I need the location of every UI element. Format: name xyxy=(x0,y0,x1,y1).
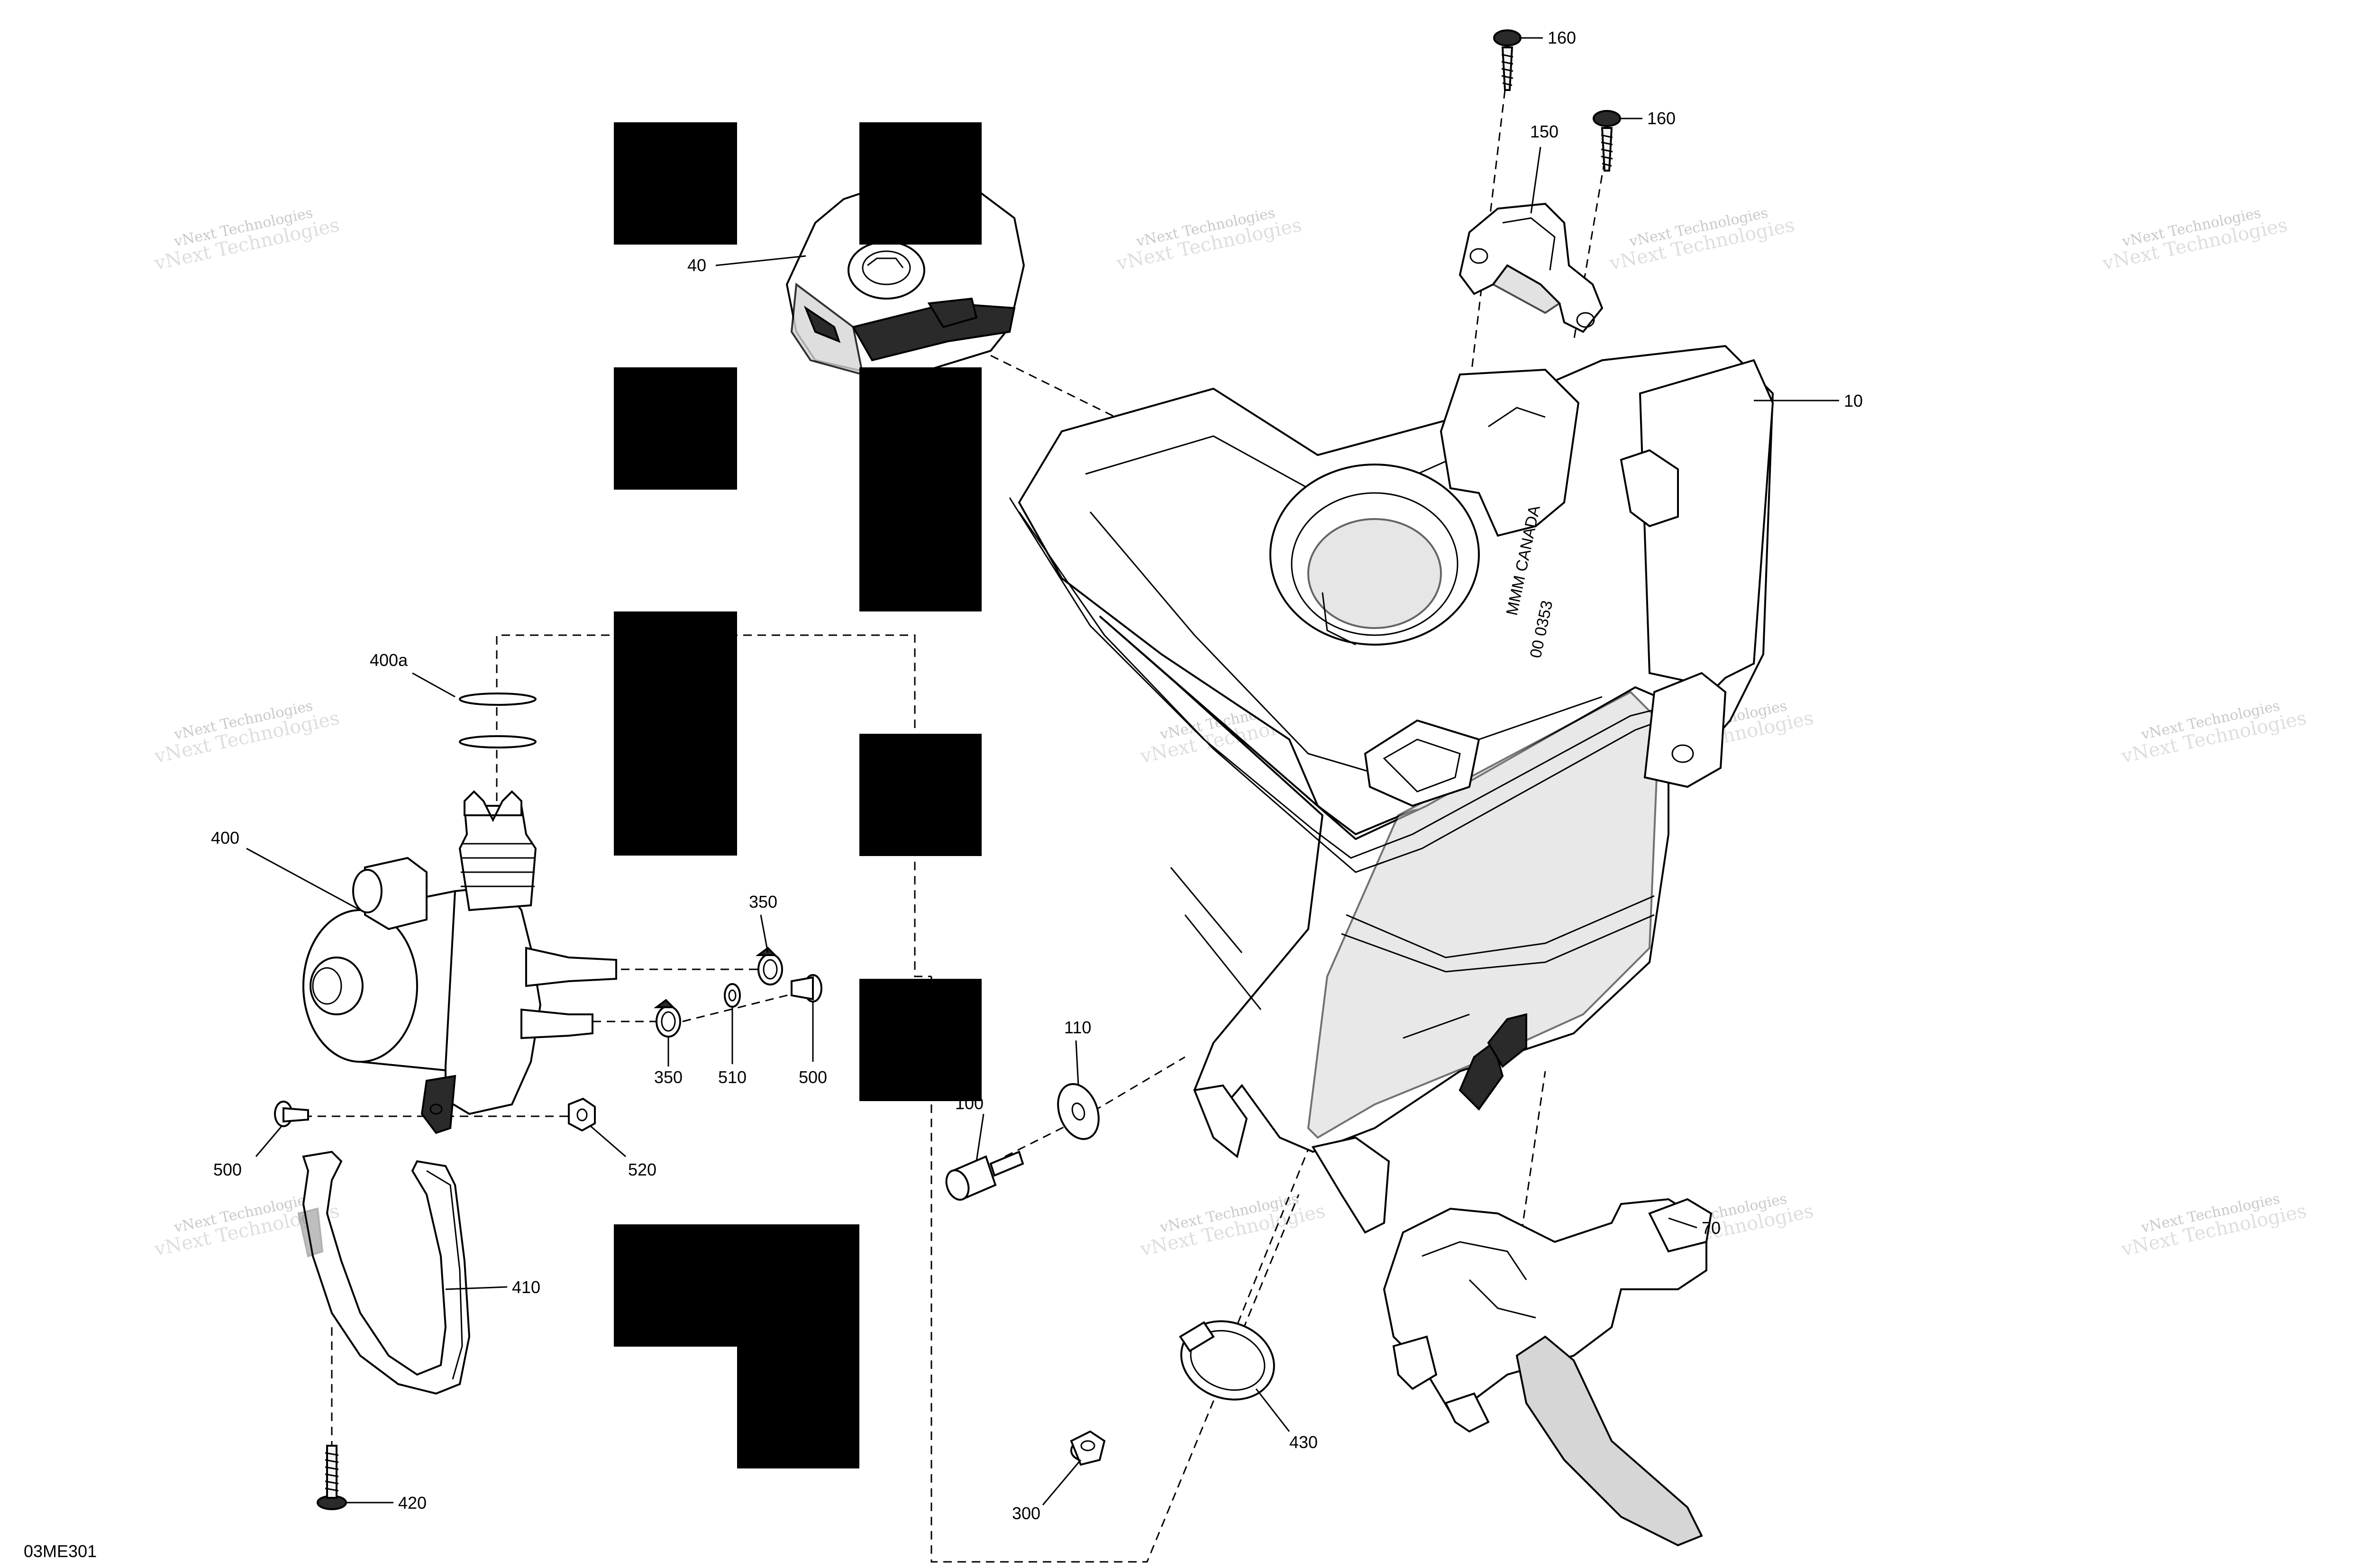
callout-500-b: 500 xyxy=(213,1160,242,1179)
o-ring-part-400a xyxy=(459,693,537,748)
watermark: vNext Technologies vNext Technologies xyxy=(1607,205,1796,275)
watermark: vNext Technologies vNext Technologies xyxy=(2119,698,2308,768)
hose-clip-part-300 xyxy=(1070,1430,1106,1466)
callout-510: 510 xyxy=(718,1067,747,1087)
callout-labels: 160 160 150 10 40 110 100 400a 400 350 3… xyxy=(211,28,1863,1523)
callout-410: 410 xyxy=(512,1277,540,1297)
redaction-block xyxy=(859,979,982,1101)
callout-350-a: 350 xyxy=(749,892,777,912)
callout-350-b: 350 xyxy=(654,1067,683,1087)
callout-10: 10 xyxy=(1844,391,1863,410)
nut-part-520 xyxy=(568,1097,596,1132)
callout-520: 520 xyxy=(628,1160,656,1179)
screw-part-160-a xyxy=(1493,29,1522,91)
screw-part-160-b xyxy=(1593,110,1621,172)
clip-part-410 xyxy=(297,1150,471,1395)
callout-160-a: 160 xyxy=(1548,28,1576,47)
callout-110: 110 xyxy=(1064,1018,1091,1037)
bolt-part-100 xyxy=(945,1150,1024,1201)
watermark: vNext Technologies vNext Technologies xyxy=(1114,205,1304,275)
diagram-code: 03ME301 xyxy=(24,1541,97,1561)
redaction-block xyxy=(859,734,982,856)
watermark: vNext Technologies vNext Technologies xyxy=(152,205,341,275)
redaction-block xyxy=(614,122,737,245)
callout-400: 400 xyxy=(211,828,239,848)
screw-part-420 xyxy=(317,1445,347,1510)
fuel-pump-part-400 xyxy=(302,790,617,1134)
callout-400a: 400a xyxy=(370,650,408,670)
redaction-block xyxy=(859,367,982,611)
callout-420: 420 xyxy=(398,1493,427,1513)
callout-40: 40 xyxy=(687,255,706,275)
callout-500-a: 500 xyxy=(799,1067,827,1087)
callout-70: 70 xyxy=(1702,1218,1721,1238)
callout-160-b: 160 xyxy=(1647,109,1676,128)
watermark: vNext Technologies vNext Technologies xyxy=(152,698,341,768)
clamp-part-350-a xyxy=(756,947,783,985)
leader-lines xyxy=(246,37,1839,1505)
callout-430: 430 xyxy=(1289,1432,1318,1452)
bracket-part-150 xyxy=(1458,202,1604,333)
fuel-tank-part-10: MMM CANADA 00 0353 xyxy=(1009,345,1774,1234)
washer-part-510 xyxy=(724,983,741,1008)
bolt-part-500-b xyxy=(274,1101,309,1127)
watermark: vNext Technologies vNext Technologies xyxy=(2100,205,2289,275)
redaction-block xyxy=(859,122,982,245)
lower-bracket-part-70 xyxy=(1383,1198,1713,1547)
clamp-part-350-b xyxy=(654,999,681,1038)
hose-clamp-part-430 xyxy=(1179,1320,1275,1401)
redaction-blocks xyxy=(614,122,982,1468)
redaction-block xyxy=(614,611,737,856)
callout-150: 150 xyxy=(1530,122,1559,141)
redaction-block xyxy=(614,367,737,490)
bolt-part-500-a xyxy=(791,974,822,1003)
watermark: vNext Technologies vNext Technologies xyxy=(2119,1191,2308,1261)
redaction-block xyxy=(737,1224,859,1468)
callout-300: 300 xyxy=(1012,1504,1040,1523)
washer-part-110 xyxy=(1057,1083,1100,1140)
